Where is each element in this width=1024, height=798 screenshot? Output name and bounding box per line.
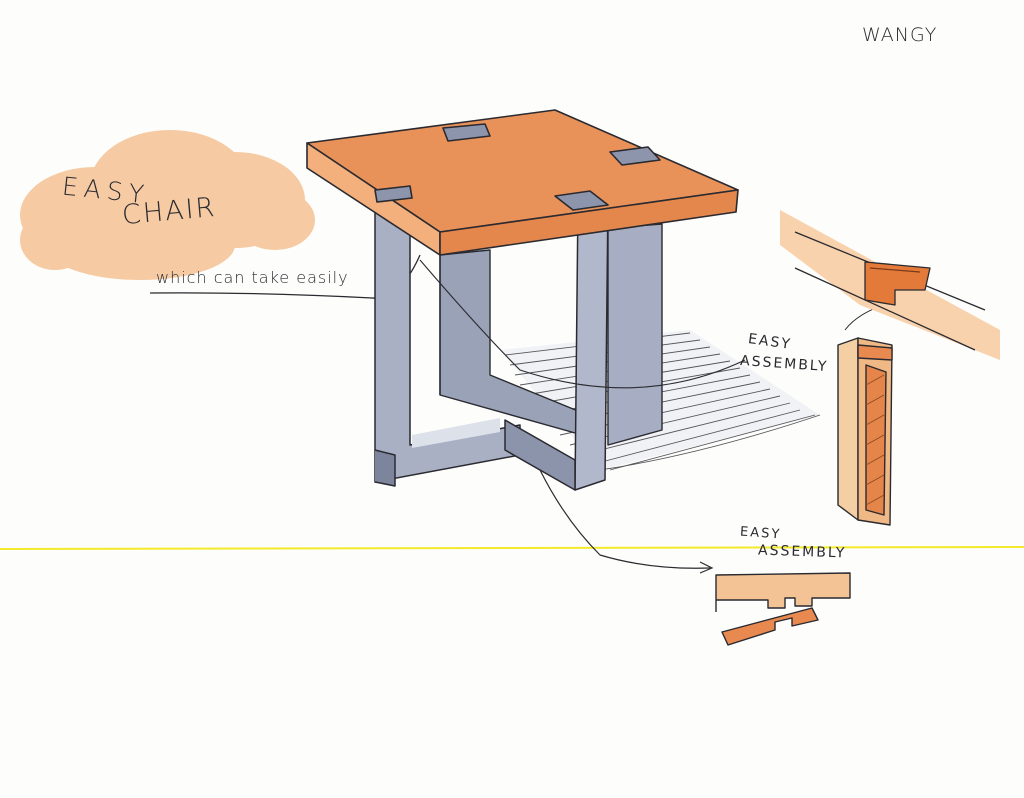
- artist-signature: WANGY: [862, 24, 938, 46]
- arrow-head: [699, 561, 714, 574]
- title-cloud: [20, 130, 315, 280]
- base-leader: [539, 469, 711, 569]
- base-annotation-line-1: EASY: [739, 524, 782, 543]
- scan-line: [0, 546, 1024, 550]
- wooden-seat: [306, 109, 739, 256]
- post-detail: [837, 337, 893, 526]
- joint-leader: [419, 259, 746, 389]
- base-annotation-line-2: ASSEMBLY: [757, 542, 847, 562]
- joint-detail: [780, 210, 1000, 360]
- back-frame: [439, 223, 663, 446]
- base-joint-detail: [715, 572, 851, 646]
- subtitle-note: which can take easily: [156, 268, 349, 287]
